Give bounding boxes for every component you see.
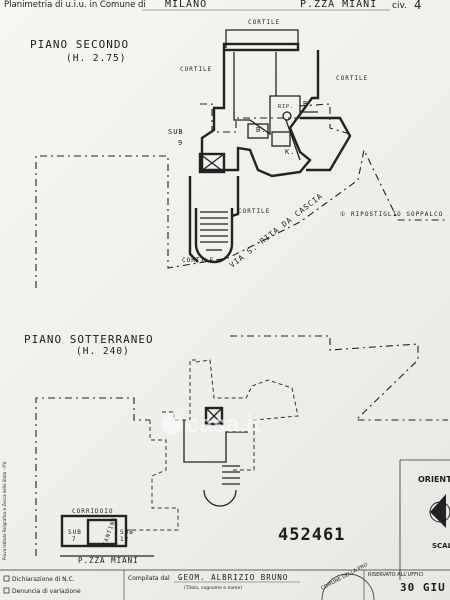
ripostiglio-marker (282, 111, 292, 121)
footer-date: 30 GIU (400, 581, 446, 594)
label-sub-a-num: 7 (72, 536, 77, 543)
lower-elevator-cross-2 (205, 407, 223, 425)
label-orienta: ORIENTA (418, 475, 450, 484)
cellar-room (60, 514, 128, 548)
footer-dichiarazione: Dichiarazione di N.C. (12, 576, 75, 583)
label-lower-street: P.ZZA MIANI (78, 556, 139, 565)
plan-number: 452461 (278, 525, 345, 545)
stair-well (194, 208, 234, 264)
orientation-panel: ORIENTA SCAL (399, 459, 450, 580)
basement-core (183, 420, 248, 463)
label-sub-b-num: 12 (120, 536, 129, 543)
lower-stair-arc (203, 489, 237, 507)
cantina-room (86, 518, 118, 546)
top-courtyard-wall (225, 29, 299, 48)
lower-plan-height: (H. 240) (76, 346, 130, 357)
stair-right-wall (231, 176, 240, 218)
label-cortile-mid: CORTILE (238, 208, 270, 215)
north-arrow-icon (430, 494, 446, 528)
lower-elevator-shaft (204, 406, 224, 426)
footer: Dichiarazione di N.C. Denuncia di variaz… (0, 562, 450, 600)
property-boundary (35, 148, 448, 288)
lower-right-boundary (230, 335, 448, 421)
header: Planimetria di u.i.u. in Comune di MILAN… (4, 0, 422, 12)
upper-plan: PIANO SECONDO (H. 2.75) (30, 19, 448, 288)
label-cortile-left: CORTILE (180, 66, 212, 73)
label-cortile-top: CORTILE (248, 19, 280, 26)
label-sub: SUB (168, 128, 184, 136)
official-stamp (321, 573, 375, 600)
label-scala: SCAL (432, 542, 450, 550)
header-comune: MILANO (165, 0, 207, 10)
lower-plan: PIANO SOTTERRANEO (H. 240) CORRIDOIO CAN… (24, 333, 448, 565)
bath-wall (276, 95, 318, 113)
label-room-b2: B. (256, 126, 266, 134)
label-legend: ① RIPOSTIGLIO SOPPALCO (340, 211, 443, 218)
label-via: VIA S. RITA DA CASCIA (228, 191, 325, 269)
label-sub-a: SUB (68, 529, 82, 536)
watermark-logo (161, 413, 183, 435)
elevator-cross-2 (199, 153, 225, 173)
upper-plan-height: (H. 2.75) (66, 53, 126, 64)
basement-outline-top (195, 359, 299, 471)
footer-compiler-hint: (Titolo, cognome e nome) (184, 585, 242, 591)
small-room (271, 131, 291, 147)
footer-reserved: RISERVATO ALL'UFFICI (368, 572, 423, 578)
header-street: P.ZZA MIANI (300, 0, 377, 10)
side-print: Prova Istituto Poligrafico e Zecca dello… (2, 461, 7, 560)
apartment-inner-wall (233, 52, 277, 136)
label-room-k: K. (285, 148, 295, 156)
footer-denuncia: Denuncia di variazione (12, 588, 81, 595)
label-rip: RIP. (278, 104, 294, 110)
label-room-b1: B. (303, 100, 313, 108)
footer-compilata: Compilata dal (128, 575, 170, 582)
stamp-text: COMUNE DELLA PRO (320, 562, 369, 592)
basement-outline-left (126, 420, 179, 531)
checkbox-variazione (3, 587, 10, 594)
apartment-outer-wall (200, 50, 320, 178)
label-sub-num: 9 (178, 139, 183, 147)
label-corridoio: CORRIDOIO (72, 508, 114, 515)
header-civ-value: 4 (414, 0, 422, 12)
stair-side-wall (188, 176, 199, 263)
kitchen-wall (300, 116, 352, 172)
upper-plan-title: PIANO SECONDO (30, 38, 129, 51)
bath-small-room (247, 123, 269, 139)
top-wall-band (222, 42, 300, 52)
header-prefix: Planimetria di u.i.u. in Comune di (4, 0, 146, 10)
watermark: casa.it (161, 411, 261, 438)
label-cortile-right: CORTILE (336, 75, 368, 82)
diagonal-wall (285, 119, 301, 161)
compass-circle (429, 501, 450, 523)
lower-plan-title: PIANO SOTTERRANEO (24, 333, 154, 346)
header-civ-label: civ. (392, 1, 407, 11)
checkbox-nc (3, 575, 10, 582)
label-cortile-bottom: CORTILE (182, 257, 214, 264)
stair-treads (200, 211, 228, 251)
lower-stair-treads (222, 465, 240, 485)
footer-compiler-name: GEOM. ALBRIZIO BRUNO (178, 573, 288, 582)
elevator-shaft (198, 152, 226, 174)
lower-property-boundary (35, 397, 150, 556)
watermark-text: casa.it (186, 411, 261, 438)
label-sub-b: SUB (120, 529, 134, 536)
